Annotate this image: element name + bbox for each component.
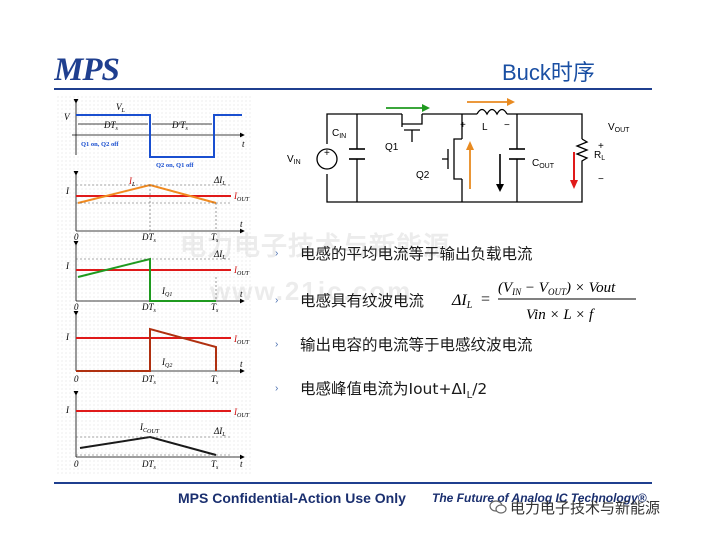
svg-text:ΔIL: ΔIL: [451, 292, 473, 311]
svg-text:+: +: [324, 148, 330, 159]
svg-text:−: −: [504, 120, 510, 131]
panel-il: I IL ΔIL IOUT 0 DTs Ts t: [65, 171, 250, 244]
svg-text:IOUT: IOUT: [233, 334, 250, 346]
bullet-1: 电感的平均电流等于输出负载电流: [300, 245, 533, 263]
svg-text:Ts: Ts: [211, 302, 219, 314]
panel-icout: I IOUT ICOUT ΔIL 0 DTs Ts t: [65, 391, 250, 471]
svg-text:t: t: [240, 359, 243, 369]
svg-text:Q2: Q2: [416, 170, 430, 181]
slide-title: Buck时序: [502, 60, 595, 85]
svg-text:+: +: [598, 141, 604, 152]
svg-text:L: L: [482, 122, 488, 133]
svg-text:(VIN − VOUT) × Vout: (VIN − VOUT) × Vout: [498, 280, 616, 297]
bullet-marker: ›: [275, 339, 279, 350]
svg-text:0: 0: [74, 459, 79, 469]
svg-text:0: 0: [74, 232, 79, 242]
svg-text:VIN: VIN: [287, 154, 301, 166]
footer-confidential: MPS Confidential-Action Use Only: [178, 490, 406, 506]
svg-text:DTs: DTs: [141, 459, 157, 471]
svg-text:DTs: DTs: [103, 120, 119, 132]
svg-text:V: V: [64, 112, 71, 122]
bullet-marker: ›: [275, 295, 279, 306]
wechat-icon: [489, 500, 507, 514]
svg-text:DTs: DTs: [141, 302, 157, 314]
panel-iq2: I IOUT IQ2 0 DTs Ts t: [65, 311, 250, 386]
buck-circuit: .w { stroke:#000; stroke-width:1.3; fill…: [287, 98, 630, 203]
svg-text:0: 0: [74, 374, 79, 384]
svg-text:t: t: [240, 289, 243, 299]
footer-tagline: The Future of Analog IC Technology®: [432, 491, 647, 505]
svg-text:Q1 on, Q2 off: Q1 on, Q2 off: [81, 141, 119, 148]
svg-text:Ts: Ts: [211, 459, 219, 471]
title-divider: [54, 88, 652, 90]
panel-vl: V t VL DTs D'Ts Q1 on, Q2 off Q2 on, Q1 …: [64, 99, 245, 169]
svg-text:t: t: [240, 459, 243, 469]
svg-text:IQ1: IQ1: [161, 286, 172, 298]
logo-text: MPS: [54, 53, 119, 83]
svg-text:Q1: Q1: [385, 142, 399, 153]
svg-text:DTs: DTs: [141, 232, 157, 244]
bullet-marker: ›: [275, 383, 279, 394]
watermark-bottom: 电力电子技术与新能源: [510, 499, 661, 517]
bullet-3: 输出电容的电流等于电感纹波电流: [300, 336, 533, 354]
svg-text:Ts: Ts: [211, 232, 219, 244]
svg-text:RL: RL: [594, 150, 605, 162]
svg-text:Vin × L × f: Vin × L × f: [526, 307, 595, 323]
svg-text:IL: IL: [128, 176, 136, 188]
svg-text:ΔIL: ΔIL: [213, 426, 226, 438]
bullet-4: 电感峰值电流为Iout+ΔIL/2: [300, 380, 488, 402]
svg-text:ΔIL: ΔIL: [213, 175, 226, 187]
svg-text:CIN: CIN: [332, 128, 346, 140]
ripple-formula: ΔIL = (VIN − VOUT) × Vout Vin × L × f: [451, 280, 636, 323]
svg-text:I: I: [65, 332, 70, 342]
svg-text:IOUT: IOUT: [233, 407, 250, 419]
svg-text:t: t: [242, 139, 245, 149]
svg-text:IOUT: IOUT: [233, 265, 250, 277]
svg-text:0: 0: [74, 302, 79, 312]
mps-logo: MPS: [54, 53, 120, 83]
svg-text:VOUT: VOUT: [608, 122, 630, 134]
bullet-2: 电感具有纹波电流: [300, 292, 425, 310]
vin-source: [316, 148, 338, 170]
footer-divider: [54, 482, 652, 484]
timing-waveforms: .ax { stroke:#000; stroke-width:0.8; fil…: [64, 99, 250, 471]
svg-text:DTs: DTs: [141, 374, 157, 386]
svg-text:t: t: [240, 219, 243, 229]
svg-text:IOUT: IOUT: [233, 191, 250, 203]
svg-text:ΔIL: ΔIL: [213, 249, 226, 261]
svg-text:VL: VL: [116, 102, 126, 114]
svg-text:I: I: [65, 186, 70, 196]
svg-text:Ts: Ts: [211, 374, 219, 386]
svg-text:I: I: [65, 405, 70, 415]
svg-text:+: +: [460, 120, 466, 131]
svg-text:COUT: COUT: [532, 158, 555, 170]
svg-text:D'Ts: D'Ts: [171, 120, 188, 132]
panel-iq1: I ΔIL IOUT IQ1 0 DTs Ts t: [65, 241, 250, 314]
svg-text:IQ2: IQ2: [161, 357, 172, 369]
svg-text:ICOUT: ICOUT: [139, 422, 160, 435]
bullet-marker: ›: [275, 248, 279, 259]
svg-text:Q2 on, Q1 off: Q2 on, Q1 off: [156, 162, 194, 169]
svg-text:−: −: [598, 174, 604, 185]
svg-text:=: =: [481, 291, 490, 308]
watermark-center: 电力电子技术与新能源: [180, 232, 451, 262]
svg-text:I: I: [65, 261, 70, 271]
